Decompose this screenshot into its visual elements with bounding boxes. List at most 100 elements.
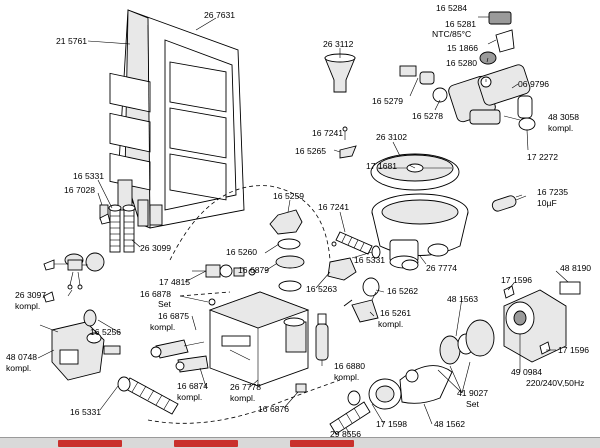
pump-motor-drawing <box>503 281 581 363</box>
label-kompl-267778: kompl. <box>230 393 255 403</box>
label-166876: 16 6876 <box>258 404 289 414</box>
label-481562: 48 1562 <box>434 419 465 429</box>
label-215761: 21 5761 <box>56 36 87 46</box>
label-set-419027: Set <box>466 399 480 409</box>
part-labels: 26 7631 21 5761 26 3112 16 5284 16 5281 … <box>6 3 591 439</box>
strip-item <box>58 440 122 447</box>
label-171596a: 17 1596 <box>501 275 532 285</box>
label-263099: 26 3099 <box>140 243 171 253</box>
connector-hose-drawing <box>329 401 371 435</box>
strip-item <box>174 440 238 447</box>
label-kompl-166874: kompl. <box>177 392 202 402</box>
label-kompl-483058: kompl. <box>548 123 573 133</box>
label-490984: 49 0984 <box>511 367 542 377</box>
label-166879: 16 6879 <box>238 265 269 275</box>
seal-17-1598-drawing <box>347 390 361 406</box>
label-set-166878: Set <box>158 299 172 309</box>
clip-16-5265-drawing <box>339 145 357 159</box>
label-263097: 26 3097 <box>15 290 46 300</box>
label-488190: 48 8190 <box>560 263 591 273</box>
label-167241b: 16 7241 <box>318 202 349 212</box>
drain-hose-drawing <box>117 376 179 415</box>
label-171681: 17 1681 <box>366 161 397 171</box>
label-481563: 48 1563 <box>447 294 478 304</box>
back-panel-drawing <box>109 9 245 229</box>
label-166880: 16 6880 <box>334 361 365 371</box>
valve-16-6874-drawing <box>175 355 209 373</box>
bottom-strip <box>0 437 600 448</box>
label-165256: 16 5256 <box>90 327 121 337</box>
inlet-valve-drawing <box>48 252 105 290</box>
filter-16-5259-drawing <box>269 209 305 292</box>
label-263112: 26 3112 <box>323 39 354 49</box>
label-165280: 16 5280 <box>446 58 477 68</box>
label-ntc: NTC/85°C <box>432 29 471 39</box>
label-167028: 16 7028 <box>64 185 95 195</box>
label-267778: 26 7778 <box>230 382 261 392</box>
ring-16-5262-drawing <box>362 277 380 297</box>
label-kompl-263097: kompl. <box>15 301 40 311</box>
label-263102: 26 3102 <box>376 132 407 142</box>
label-267631: 26 7631 <box>204 10 235 20</box>
label-151866: 15 1866 <box>447 43 478 53</box>
clip-16-6876-drawing <box>295 383 307 393</box>
label-172272: 17 2272 <box>527 152 558 162</box>
leader-lines <box>37 16 569 435</box>
label-174815: 17 4815 <box>159 277 190 287</box>
label-171598: 17 1598 <box>376 419 407 429</box>
label-10uf: 10µF <box>537 198 557 208</box>
label-kompl-165261: kompl. <box>378 319 403 329</box>
brackets-left-drawing <box>43 213 353 307</box>
label-480748: 48 0748 <box>6 352 37 362</box>
label-483058: 48 3058 <box>548 112 579 122</box>
pump-impeller-drawing <box>368 319 495 410</box>
sump-housing-drawing <box>371 193 469 271</box>
label-165263: 16 5263 <box>306 284 337 294</box>
capacitor-drawing <box>491 194 523 212</box>
label-171596b: 17 1596 <box>558 345 589 355</box>
label-kompl-480748: kompl. <box>6 363 31 373</box>
label-167235: 16 7235 <box>537 187 568 197</box>
label-166875: 16 6875 <box>158 311 189 321</box>
label-166874: 16 6874 <box>177 381 208 391</box>
label-419027: 41 9027 <box>457 388 488 398</box>
label-165260: 16 5260 <box>226 247 257 257</box>
label-165261: 16 5261 <box>380 308 411 318</box>
spray-arm-drawing <box>370 153 460 191</box>
funnel-part-drawing <box>324 53 356 93</box>
label-165265: 16 5265 <box>295 146 326 156</box>
label-165262: 16 5262 <box>387 286 418 296</box>
label-165281: 16 5281 <box>445 19 476 29</box>
strip-item <box>290 440 354 447</box>
label-165331a: 16 5331 <box>73 171 104 181</box>
label-165284: 16 5284 <box>436 3 467 13</box>
label-165259: 16 5259 <box>273 191 304 201</box>
heater-sensor-assembly-drawing <box>399 11 536 131</box>
assembly-dashed-outline <box>147 185 341 424</box>
label-165279: 16 5279 <box>372 96 403 106</box>
corrugated-hoses-drawing <box>99 204 136 253</box>
level-switch-drawing <box>192 264 256 278</box>
label-kompl-166875: kompl. <box>150 322 175 332</box>
label-165278: 16 5278 <box>412 111 443 121</box>
label-165331c: 16 5331 <box>70 407 101 417</box>
water-softener-block-drawing <box>208 291 310 387</box>
label-167241a: 16 7241 <box>312 128 343 138</box>
label-220v: 220/240V,50Hz <box>526 378 584 388</box>
fill-cap-drawing <box>315 313 329 361</box>
label-069796: 06 9796 <box>518 79 549 89</box>
valve-16-6875-drawing <box>150 339 205 359</box>
clips-17-1596-drawing <box>503 285 551 355</box>
label-165331b: 16 5331 <box>354 255 385 265</box>
label-166878: 16 6878 <box>140 289 171 299</box>
tube-clamp-drawing <box>331 231 381 259</box>
aquastop-block-drawing <box>39 321 121 381</box>
pin-16-7241-drawing <box>342 126 348 140</box>
part-16-5256-drawing <box>83 309 97 327</box>
clip-16-6878-drawing <box>208 298 216 306</box>
sensor-16-5261-drawing <box>351 291 379 323</box>
label-kompl-166880: kompl. <box>334 372 359 382</box>
label-267774: 26 7774 <box>426 263 457 273</box>
label-298556: 29 8556 <box>330 429 361 439</box>
